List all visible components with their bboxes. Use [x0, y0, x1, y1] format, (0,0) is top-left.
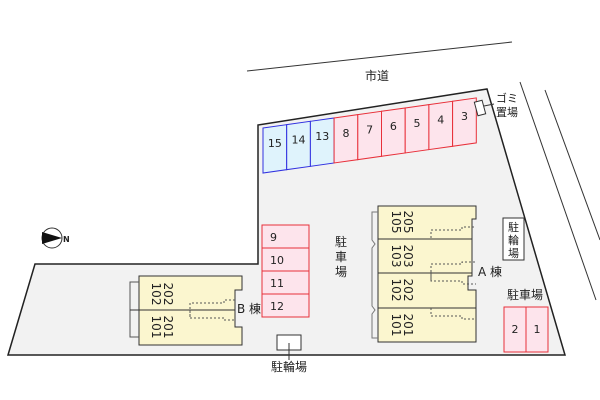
parking-label-center: 駐 車 場 — [335, 234, 347, 279]
parking-slot-number: 5 — [414, 117, 421, 130]
road-edge-line-right-2 — [544, 89, 600, 241]
parking-slot — [525, 306, 549, 353]
garbage-box — [473, 99, 487, 117]
parking-label-char: 場 — [335, 265, 347, 279]
parking-slot-number: 14 — [292, 133, 306, 146]
building-b-label: B 棟 — [237, 301, 261, 316]
unit-number: 203 — [401, 245, 415, 268]
parking-slot-number: 13 — [315, 130, 329, 143]
parking-slot-number: 3 — [461, 110, 468, 123]
parking-slot-number: 8 — [342, 127, 349, 140]
compass-north-label: N — [63, 235, 70, 244]
parking-label-char: 駐 — [335, 234, 347, 249]
parking-slot — [452, 97, 477, 147]
parking-slot-number: 4 — [437, 113, 444, 126]
unit-number: 201 — [401, 314, 415, 337]
road-edge-line — [246, 41, 513, 72]
building-a-label: A 棟 — [478, 264, 502, 279]
bike-parking-label: 駐輪場 — [271, 359, 307, 374]
garbage-label-2: 置場 — [496, 106, 518, 119]
compass-icon: N — [41, 227, 70, 249]
unit-number: 201 — [161, 316, 175, 339]
unit-number: 101 — [389, 314, 403, 337]
parking-row-top: 15 14 13 8 7 6 5 4 3 — [262, 97, 477, 174]
garbage-leader — [483, 103, 495, 107]
parking-slot-number: 6 — [390, 120, 397, 133]
road-edge-line-right — [519, 81, 597, 301]
parking-label-right: 駐車場 — [507, 287, 543, 302]
unit-number: 101 — [149, 316, 163, 339]
parking-slot-number: 9 — [270, 231, 277, 244]
garbage-area: ゴミ 置場 — [473, 91, 518, 119]
parking-column-middle: 9 10 11 12 — [261, 224, 310, 318]
unit-number: 202 — [401, 279, 415, 302]
unit-number: 103 — [389, 245, 403, 268]
parking-slot-number: 1 — [534, 323, 541, 336]
parking-slot-number: 2 — [512, 323, 519, 336]
bike-parking-char: 場 — [508, 247, 519, 260]
parking-slot-number: 11 — [270, 277, 284, 290]
bike-parking-box — [502, 217, 525, 261]
bike-parking-char: 駐 — [508, 220, 519, 234]
unit-number: 102 — [149, 283, 163, 306]
unit-number: 202 — [161, 283, 175, 306]
unit-number: 102 — [389, 279, 403, 302]
bike-parking-bottom: 駐輪場 — [271, 334, 307, 374]
parking-slot-number: 15 — [268, 137, 282, 150]
unit-number: 105 — [389, 211, 403, 234]
unit-number: 205 — [401, 211, 415, 234]
parking-label-char: 車 — [335, 250, 347, 264]
building-a-balcony — [371, 211, 378, 339]
bike-parking-right: 駐 輪 場 — [502, 217, 525, 261]
garbage-label-1: ゴミ — [496, 91, 518, 105]
parking-slot-number: 10 — [270, 254, 284, 267]
parking-slot-number: 12 — [270, 300, 284, 313]
bike-parking-char: 輪 — [508, 233, 519, 247]
parking-slot — [261, 293, 310, 318]
parking-slot-number: 7 — [366, 123, 373, 136]
road-label: 市道 — [365, 68, 389, 83]
